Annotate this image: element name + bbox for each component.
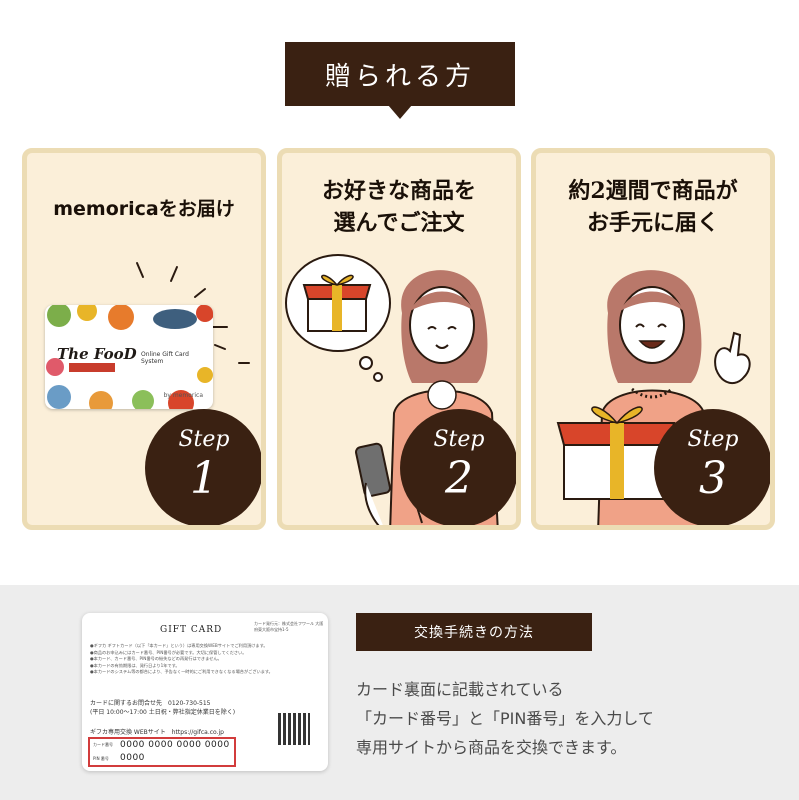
exchange-heading-text: 交換手続きの方法 <box>414 625 534 641</box>
step-badge-3: Step 3 <box>654 409 770 525</box>
exchange-description: カード裏面に記載されている 「カード番号」と「PIN番号」を入力して 専用サイト… <box>356 680 654 757</box>
step-number: 3 <box>699 453 727 504</box>
step-number: 1 <box>190 453 218 504</box>
exchange-section: GIFT CARD カード発行元：株式会社フワール 大阪府東大阪市宝持1-5 ●… <box>0 585 799 800</box>
card-number-label: カード番号 <box>93 742 113 747</box>
step-word: Step <box>687 427 739 452</box>
step-word: Step <box>178 427 230 452</box>
gift-card-back: GIFT CARD カード発行元：株式会社フワール 大阪府東大阪市宝持1-5 ●… <box>82 613 328 771</box>
food-card-subtitle: Online Gift Card System <box>141 351 189 365</box>
card-number-highlight: カード番号 0000 0000 0000 0000 PIN 番号 0000 <box>88 737 236 767</box>
memorica-food-card: The FooD Online Gift Card System by memo… <box>45 305 213 409</box>
step-3-title: 約2週間で商品が お手元に届く <box>568 178 738 236</box>
step-badge-2: Step 2 <box>400 409 516 525</box>
section-banner: 贈られる方 <box>285 42 515 106</box>
pin-label: PIN 番号 <box>93 756 109 761</box>
banner-pointer <box>388 105 412 119</box>
exchange-heading: 交換手続きの方法 <box>356 613 592 651</box>
food-card-brand: by memorica <box>163 392 203 399</box>
banner-title: 贈られる方 <box>324 61 475 92</box>
step-card-1: memoricaをお届け <box>22 148 266 530</box>
step-number: 2 <box>445 453 473 504</box>
pin-value: 0000 <box>120 753 145 763</box>
step-card-2: お好きな商品を 選んでご注文 <box>277 148 521 530</box>
gift-card-web: ギフカ専用交換 WEBサイト https://gifca.co.jp <box>90 729 224 736</box>
qr-code-icon <box>278 713 310 745</box>
steps-section: 贈られる方 memoricaをお届け <box>22 42 775 530</box>
card-number-value: 0000 0000 0000 0000 <box>120 740 230 750</box>
step-2-title: お好きな商品を 選んでご注文 <box>321 178 476 236</box>
step-badge-1: Step 1 <box>145 409 261 525</box>
sparkle-lines-icon <box>136 262 250 364</box>
gift-card-notes: ●ギフカ ギフトカード（以下「本カード」という）は専用交換WEBサイトでご利用頂… <box>90 643 273 675</box>
step-word: Step <box>433 427 485 452</box>
step-card-3: 約2週間で商品が お手元に届く Step 3 <box>531 148 775 530</box>
gift-card-title: GIFT CARD <box>160 625 223 635</box>
step-1-title: memoricaをお届け <box>53 198 235 220</box>
food-card-tag <box>69 363 115 372</box>
food-pattern-icon <box>46 305 213 409</box>
gift-card-contact: カードに関するお問合せ先 0120-730-515 (平日 10:00～17:0… <box>90 700 236 716</box>
gift-card-company: カード発行元：株式会社フワール 大阪府東大阪市宝持1-5 <box>254 621 324 632</box>
food-card-logo: The FooD <box>57 345 137 363</box>
